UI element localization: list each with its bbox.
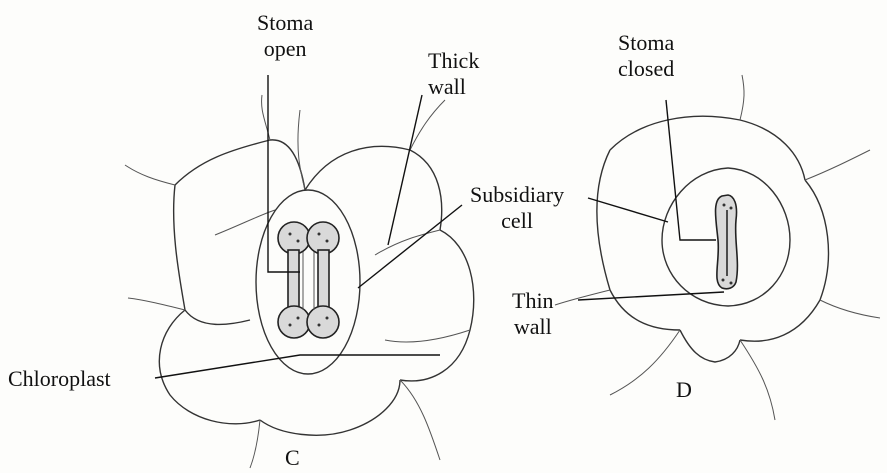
cell-wall-line	[375, 230, 440, 255]
epidermal-cell-outline	[740, 180, 828, 341]
subsidiary-cell-outline	[256, 190, 360, 374]
leader-stoma-closed	[666, 100, 716, 240]
leader-thin-wall	[578, 292, 724, 300]
epidermal-cell-outline	[680, 330, 740, 362]
panel-letter-c: C	[285, 445, 300, 471]
leader-subsidiary-cell	[358, 205, 462, 288]
cell-wall-line	[400, 380, 440, 460]
cell-wall-line	[610, 330, 680, 395]
label-chloroplast: Chloroplast	[8, 366, 111, 392]
label-stoma-open: Stoma open	[257, 10, 313, 62]
leader-subsidiary-cell-right	[588, 198, 668, 222]
open-stoma-drawing	[125, 75, 474, 468]
cell-wall-line	[298, 110, 305, 190]
cell-wall-line	[262, 95, 270, 140]
epidermal-cell-outline	[174, 185, 250, 324]
epidermal-cell-outline	[260, 380, 400, 435]
cell-wall-line	[125, 165, 175, 185]
epidermal-cell-outline	[305, 146, 442, 230]
guard-cells	[278, 222, 339, 338]
cell-wall-line	[385, 330, 470, 342]
cell-wall-line	[215, 210, 275, 235]
panel-letter-d: D	[676, 377, 692, 403]
epidermal-cell-outline	[159, 310, 260, 424]
cell-wall-line	[555, 290, 610, 305]
epidermal-cell-outline	[610, 116, 805, 180]
epidermal-cell-outline	[597, 150, 680, 330]
closed-stoma-drawing	[555, 75, 880, 420]
label-thin-wall: Thin wall	[512, 288, 554, 340]
guard-cells-closed	[716, 195, 738, 289]
subsidiary-cell-outline	[728, 168, 790, 306]
cell-wall-line	[250, 420, 260, 468]
epidermal-cell-outline	[400, 230, 474, 381]
epidermal-cell-outline	[175, 140, 305, 190]
cell-wall-line	[740, 340, 775, 420]
leader-thick-wall	[388, 95, 422, 245]
cell-wall-line	[740, 75, 744, 120]
leader-chloroplast	[155, 355, 440, 378]
label-stoma-closed: Stoma closed	[618, 30, 674, 82]
label-subsidiary-cell: Subsidiary cell	[470, 182, 564, 234]
cell-wall-line	[128, 298, 185, 310]
cell-wall-line	[820, 300, 880, 318]
cell-wall-line	[805, 150, 870, 180]
label-thick-wall: Thick wall	[428, 48, 479, 100]
